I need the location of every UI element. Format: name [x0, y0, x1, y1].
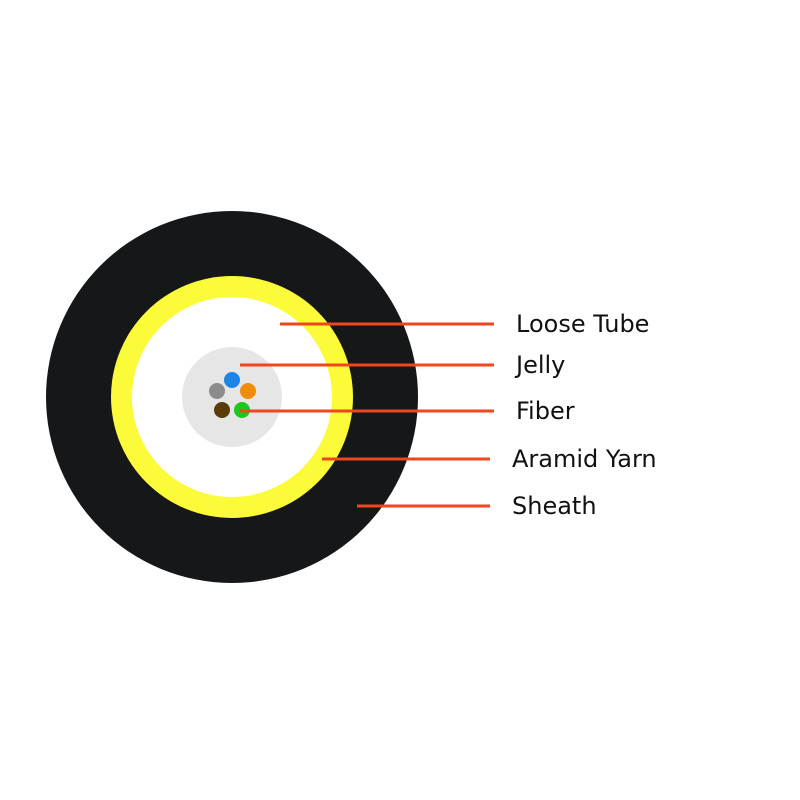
label-fiber: Fiber: [516, 397, 575, 425]
fiber-orange: [240, 383, 256, 399]
label-loose-tube: Loose Tube: [516, 310, 650, 338]
label-sheath: Sheath: [512, 492, 597, 520]
fiber-blue: [224, 372, 240, 388]
fiber-gray: [209, 383, 225, 399]
jelly: [182, 347, 282, 447]
label-aramid-yarn: Aramid Yarn: [512, 445, 657, 473]
fiber-brown: [214, 402, 230, 418]
label-jelly: Jelly: [516, 351, 566, 379]
